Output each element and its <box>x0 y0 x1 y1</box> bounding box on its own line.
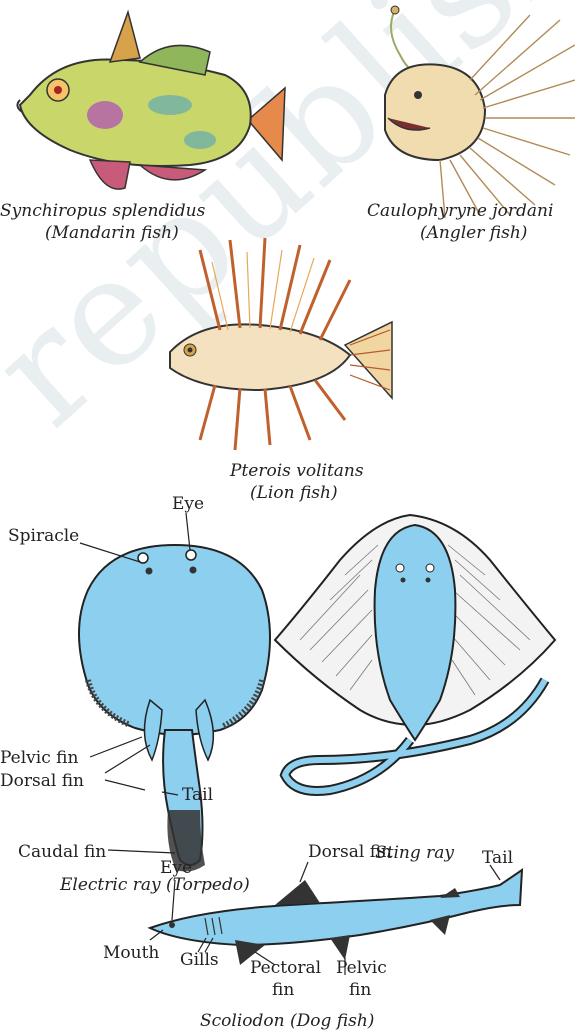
dog-fish-dorsal-fin-label: Dorsal fin <box>308 842 392 862</box>
dog-fish-mouth-label: Mouth <box>103 943 159 963</box>
dog-fish-gills-label: Gills <box>180 950 219 970</box>
mandarin-fish-illustration <box>17 12 285 189</box>
electric-ray-tail-label: Tail <box>182 785 213 805</box>
mandarin-common: (Mandarin fish) <box>45 222 179 244</box>
electric-ray-eye-label: Eye <box>172 494 204 514</box>
dog-fish-pectoral-fin-label: fin <box>272 980 294 1000</box>
electric-ray-pelvic-fin-label: Pelvic fin <box>0 748 78 768</box>
dog-fish-pelvic-label: Pelvic <box>336 958 387 978</box>
dog-fish-pelvic-fin-label: fin <box>349 980 371 1000</box>
dog-fish-pectoral-label: Pectoral <box>250 958 321 978</box>
electric-ray-illustration <box>79 513 270 872</box>
sting-ray-illustration <box>275 515 555 791</box>
electric-ray-spiracle-label: Spiracle <box>8 526 79 546</box>
angler-name: Caulophyryne jordani <box>367 200 553 222</box>
electric-ray-dorsal-fin-label: Dorsal fin <box>0 771 84 791</box>
mandarin-name: Synchiropus splendidus <box>0 200 205 222</box>
lion-name: Pterois volitans <box>230 460 364 482</box>
electric-ray-caption: Electric ray (Torpedo) <box>60 874 250 896</box>
dog-fish-caption: Scoliodon (Dog fish) <box>200 1010 374 1032</box>
electric-ray-caudal-fin-label: Caudal fin <box>18 842 106 862</box>
lion-common: (Lion fish) <box>250 482 338 504</box>
lion-fish-illustration <box>170 238 392 450</box>
dog-fish-tail-label: Tail <box>482 848 513 868</box>
angler-common: (Angler fish) <box>420 222 527 244</box>
angler-fish-illustration <box>385 6 575 218</box>
dog-fish-eye-label: Eye <box>160 858 192 878</box>
